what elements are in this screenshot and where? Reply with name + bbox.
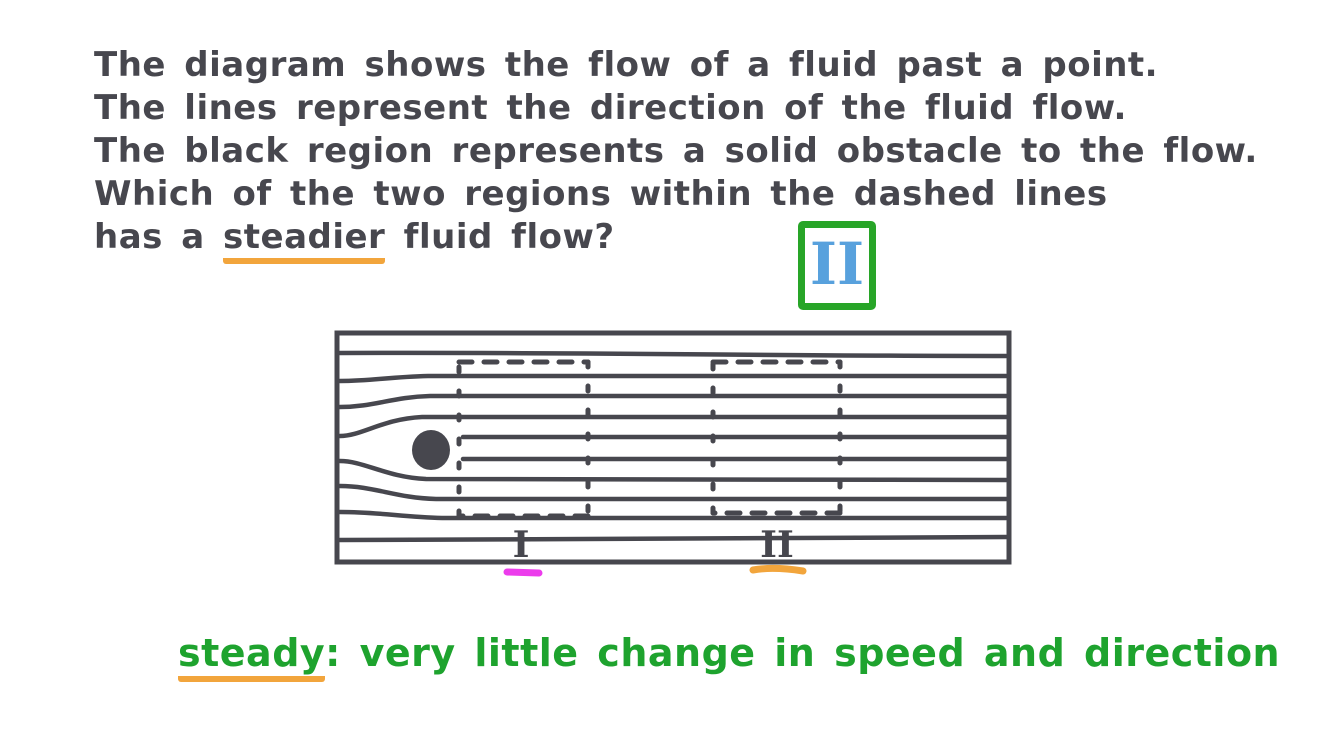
streamline bbox=[337, 373, 1009, 384]
streamlines bbox=[337, 350, 1009, 543]
streamline bbox=[337, 414, 1009, 439]
note-definition: : very little change in speed and direct… bbox=[325, 631, 1281, 675]
region-1-label: I bbox=[513, 524, 530, 566]
streamline bbox=[337, 393, 1009, 410]
question-line-4: Which of the two regions within the dash… bbox=[94, 174, 1108, 214]
note-text: steady: very little change in speed and … bbox=[178, 631, 1281, 682]
question-line-3: The black region represents a solid obst… bbox=[94, 131, 1258, 171]
streamline bbox=[337, 509, 1009, 521]
question-line-2: The lines represent the direction of the… bbox=[94, 88, 1127, 128]
flow-diagram: I II bbox=[334, 330, 1012, 577]
answer-box: II bbox=[798, 221, 876, 310]
streamline bbox=[337, 350, 1009, 359]
question-line-5-suffix: fluid flow? bbox=[385, 217, 615, 257]
region-2-underline bbox=[749, 564, 807, 575]
answer-box-label: II bbox=[809, 229, 865, 298]
streamline bbox=[337, 458, 1009, 483]
obstacle-circle bbox=[412, 430, 450, 470]
question-line-1: The diagram shows the flow of a fluid pa… bbox=[94, 45, 1159, 85]
question-line-5-prefix: has a bbox=[94, 217, 224, 257]
region-2-label: II bbox=[760, 524, 794, 566]
region-2-dashed-box bbox=[710, 359, 843, 516]
underlined-term-steadier: steadier bbox=[223, 217, 386, 264]
note-term-steady: steady bbox=[178, 631, 326, 682]
region-1-dashed-box bbox=[456, 359, 591, 519]
question-text: The diagram shows the flow of a fluid pa… bbox=[94, 44, 1294, 264]
streamline bbox=[337, 483, 1009, 502]
streamline bbox=[337, 534, 1009, 543]
region-1-underline bbox=[503, 568, 543, 577]
channel-border bbox=[334, 330, 1012, 565]
question-line-5: has a steadier fluid flow? bbox=[94, 216, 1294, 264]
